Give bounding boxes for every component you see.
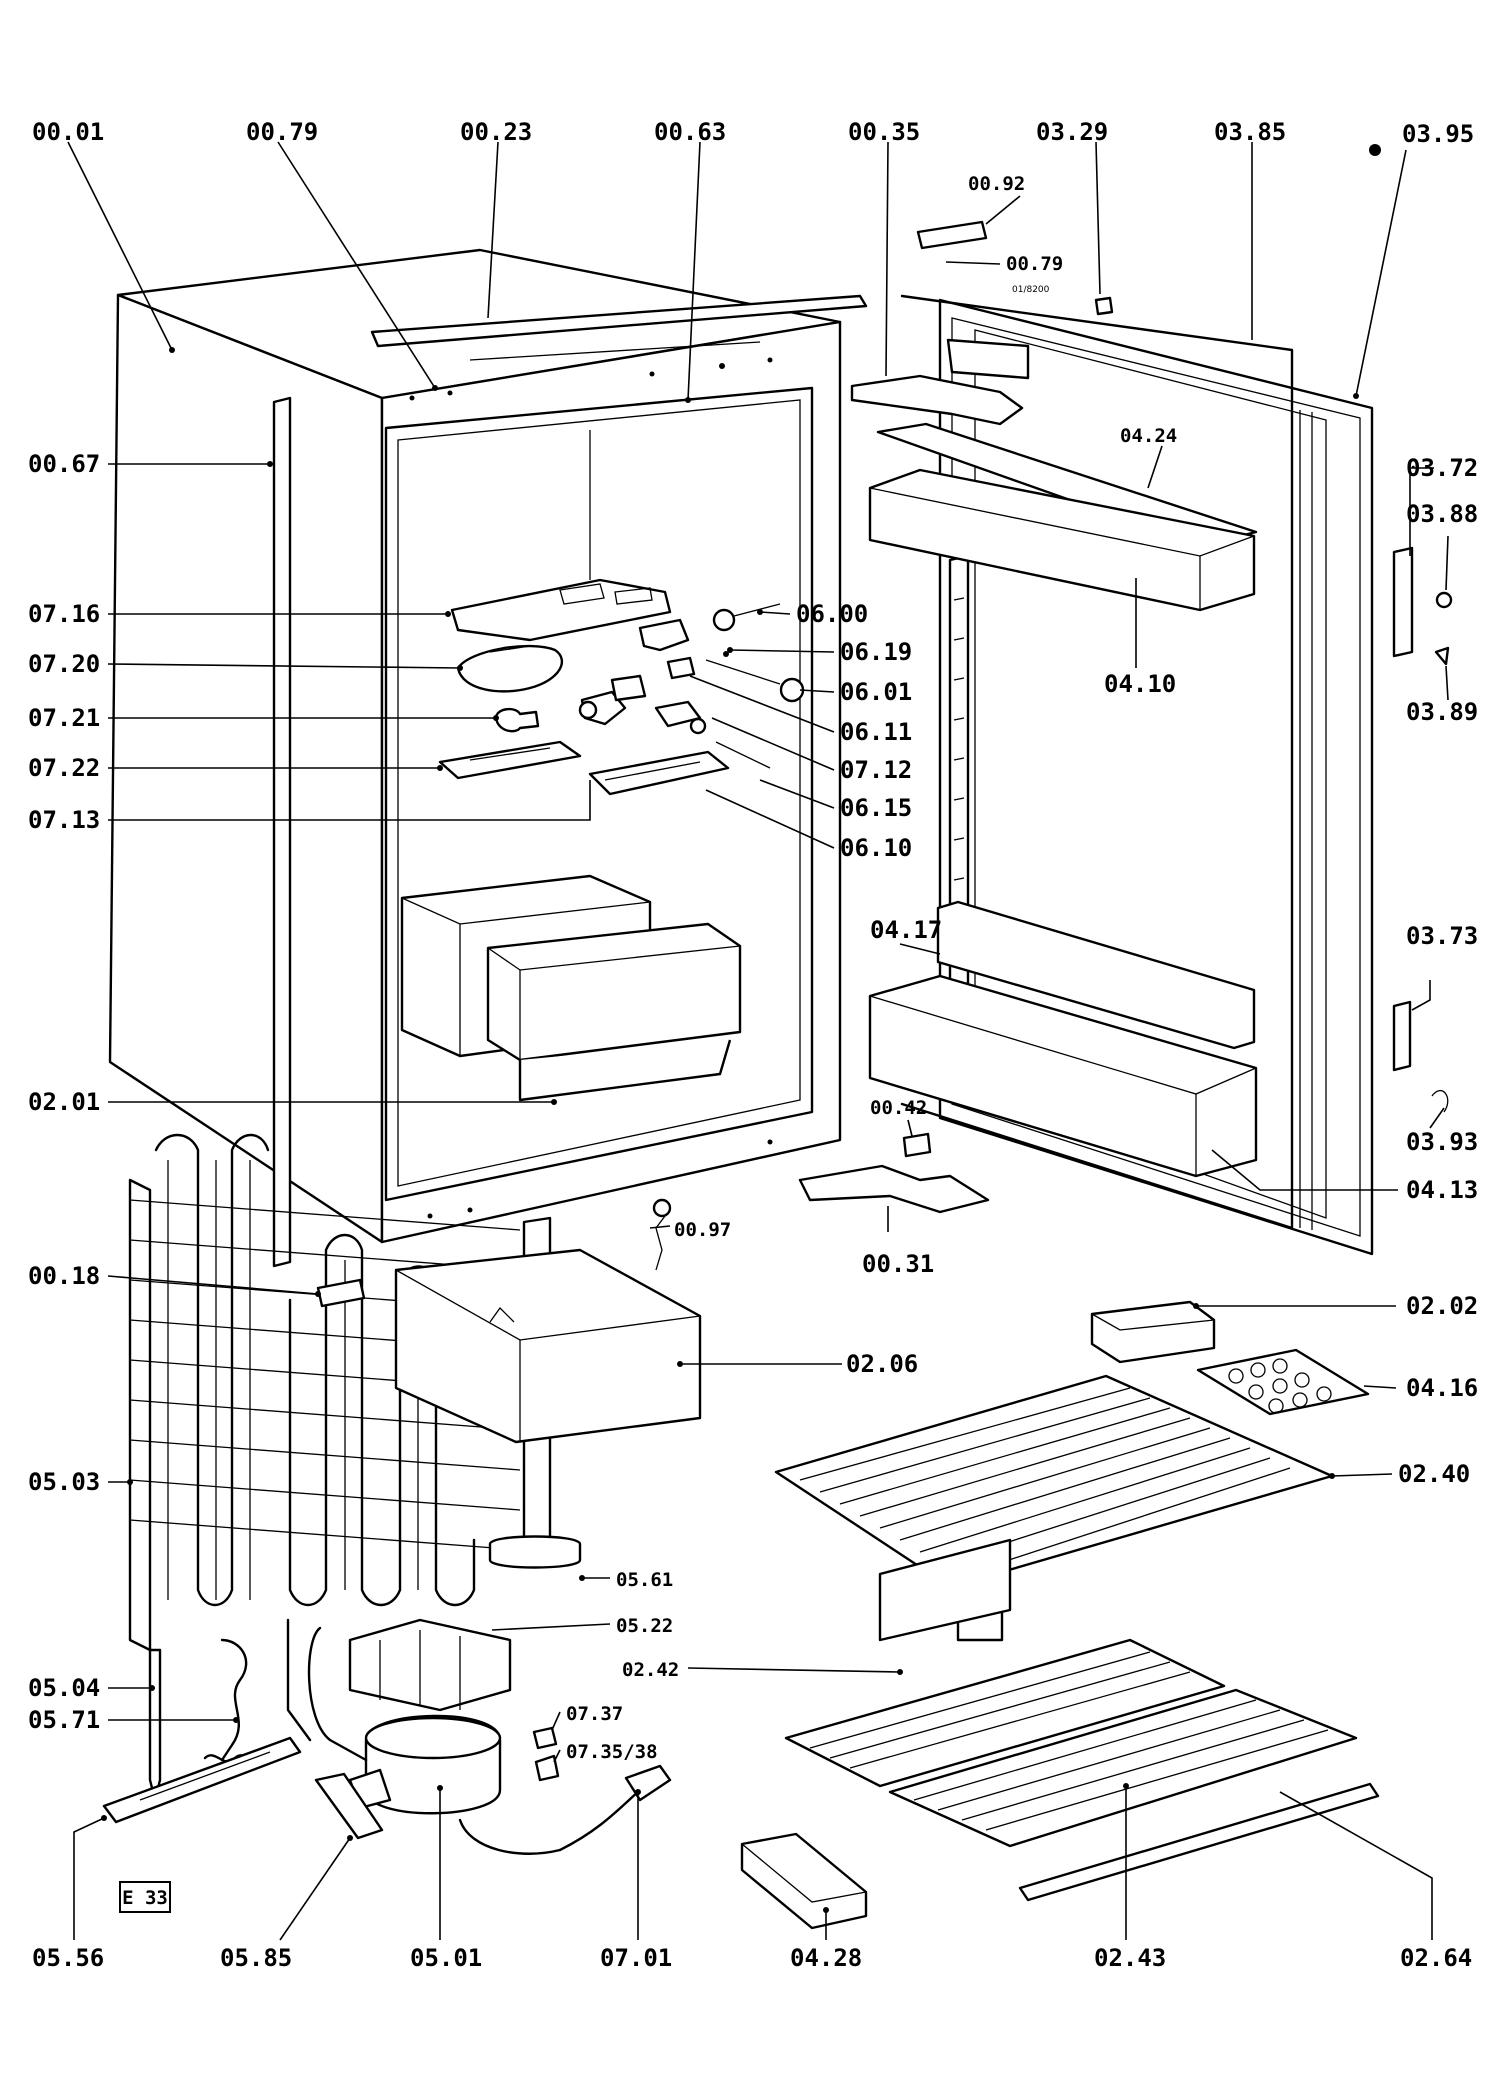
leader-dots	[101, 347, 1359, 1913]
label-00-67: 00.67	[28, 450, 100, 478]
label-06-01: 06.01	[840, 678, 912, 706]
egg-tray	[1196, 1348, 1370, 1416]
glass-shelf-b	[888, 1688, 1358, 1848]
small-tray	[740, 1832, 868, 1930]
label-00-92: 00.92	[968, 173, 1025, 195]
label-03-29: 03.29	[1036, 118, 1108, 146]
label-00-18: 00.18	[28, 1262, 100, 1290]
label-00-42: 00.42	[870, 1097, 927, 1119]
label-07-12: 07.12	[840, 756, 912, 784]
shelf-trim-strip	[1018, 1782, 1380, 1902]
bulb-holder-plate	[438, 740, 582, 780]
top-hinge	[850, 220, 1114, 426]
label-02-64: 02.64	[1400, 1944, 1472, 1972]
label-00-35: 00.35	[848, 118, 920, 146]
label-03-93: 03.93	[1406, 1128, 1478, 1156]
label-07-21: 07.21	[28, 704, 100, 732]
label-05-01: 05.01	[410, 1944, 482, 1972]
label-00-31: 00.31	[862, 1250, 934, 1278]
label-06-10: 06.10	[840, 834, 912, 862]
label-07-35-38: 07.35/38	[566, 1741, 658, 1763]
label-07-22: 07.22	[28, 754, 100, 782]
relay-mount	[488, 1535, 582, 1782]
label-05-03: 05.03	[28, 1468, 100, 1496]
label-02-06: 02.06	[846, 1350, 918, 1378]
wire-shelf-upper	[774, 1374, 1334, 1642]
label-05-04: 05.04	[28, 1674, 100, 1702]
label-06-00: 06.00	[796, 600, 868, 628]
label-00-79-b: 00.79	[1006, 253, 1063, 275]
label-03-73: 03.73	[1406, 922, 1478, 950]
butter-compartment	[1090, 1300, 1216, 1364]
label-03-85: 03.85	[1214, 118, 1286, 146]
glass-shelf-a	[784, 1638, 1226, 1788]
label-04-10: 04.10	[1104, 670, 1176, 698]
light-bulb	[494, 707, 540, 733]
label-03-89: 03.89	[1406, 698, 1478, 726]
handle-hardware	[1392, 546, 1453, 1113]
label-02-42: 02.42	[622, 1659, 679, 1681]
label-02-40: 02.40	[1398, 1460, 1470, 1488]
leader-lines	[67, 141, 1449, 1941]
grommet	[314, 1772, 384, 1840]
label-00-23: 00.23	[460, 118, 532, 146]
label-00-79: 00.79	[246, 118, 318, 146]
control-bracket-plate	[588, 741, 771, 796]
compressor	[307, 1618, 562, 1855]
label-04-17: 04.17	[870, 916, 942, 944]
switch-bracket	[654, 700, 707, 735]
label-06-15: 06.15	[840, 794, 912, 822]
cabinet-body	[108, 248, 868, 1244]
label-07-20: 07.20	[28, 650, 100, 678]
part-labels: 00.01 00.79 00.23 00.63 00.35 03.29 03.8…	[28, 118, 1478, 1972]
label-04-16: 04.16	[1406, 1374, 1478, 1402]
label-02-01: 02.01	[28, 1088, 100, 1116]
label-05-85: 05.85	[220, 1944, 292, 1972]
side-rail	[272, 396, 292, 1268]
power-cord	[558, 1764, 672, 1852]
label-00-63: 00.63	[654, 118, 726, 146]
label-06-19: 06.19	[840, 638, 912, 666]
label-03-72: 03.72	[1406, 454, 1478, 482]
label-04-24: 04.24	[1120, 425, 1177, 447]
diagram-code-text: E 33	[122, 1887, 168, 1909]
lamp-cover-housing	[450, 430, 672, 642]
bottom-hinge	[652, 1132, 990, 1271]
thermostat	[638, 603, 781, 680]
label-07-01: 07.01	[600, 1944, 672, 1972]
door-bottom-shelf	[868, 900, 1258, 1178]
lamp-socket	[578, 674, 647, 726]
label-06-11: 06.11	[840, 718, 912, 746]
label-00-97: 00.97	[674, 1219, 731, 1241]
label-00-01: 00.01	[32, 118, 104, 146]
label-03-88: 03.88	[1406, 500, 1478, 528]
label-04-13: 04.13	[1406, 1176, 1478, 1204]
label-05-22: 05.22	[616, 1615, 673, 1637]
crisper-drawer	[394, 1248, 702, 1444]
label-02-02: 02.02	[1406, 1292, 1478, 1320]
label-05-61: 05.61	[616, 1569, 673, 1591]
label-05-56: 05.56	[32, 1944, 104, 1972]
label-02-43: 02.43	[1094, 1944, 1166, 1972]
light-diffuser	[456, 644, 564, 693]
label-07-37: 07.37	[566, 1703, 623, 1725]
label-04-28: 04.28	[790, 1944, 862, 1972]
label-07-16: 07.16	[28, 600, 100, 628]
mounting-plate	[102, 1736, 302, 1824]
label-00-79-note: 01/8200	[1012, 285, 1050, 295]
label-07-13: 07.13	[28, 806, 100, 834]
freezer-flap	[486, 922, 742, 1102]
diagram-code-badge: E 33	[119, 1881, 171, 1913]
door-top-shelf	[868, 338, 1258, 612]
label-05-71: 05.71	[28, 1706, 100, 1734]
label-03-95: 03.95	[1402, 120, 1474, 148]
